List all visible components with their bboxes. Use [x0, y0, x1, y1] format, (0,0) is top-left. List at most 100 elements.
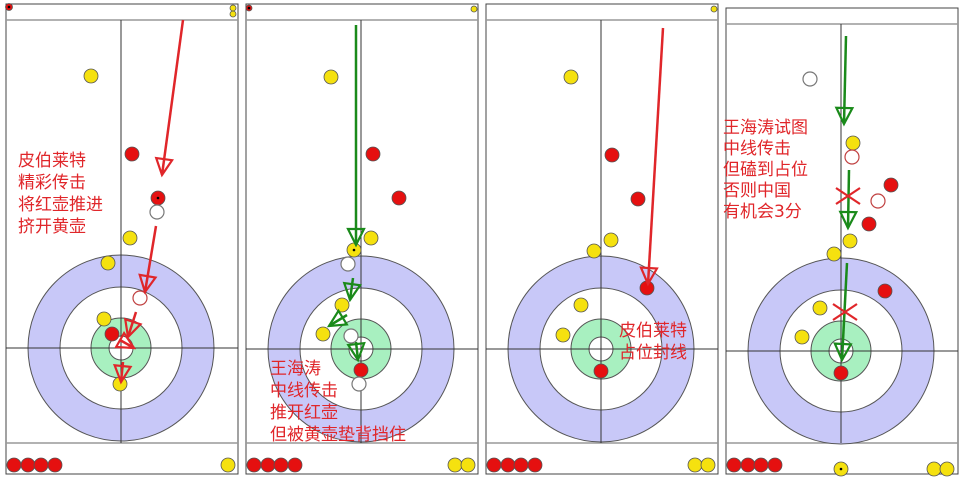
yellow-stone [83, 68, 99, 84]
trajectory-arrow [842, 35, 848, 125]
yellow-stone [700, 457, 716, 473]
yellow-stone [710, 5, 718, 13]
arrowhead-icon [838, 210, 859, 231]
caption-line: 皮伯莱特 [619, 321, 687, 341]
red-stone [260, 457, 276, 473]
yellow-stone [220, 457, 236, 473]
red-stone [877, 283, 893, 299]
yellow-stone [845, 135, 861, 151]
stone-center-dot [156, 196, 160, 200]
yellow-stone [687, 457, 703, 473]
red-stone [6, 457, 22, 473]
red-stone [365, 146, 381, 162]
red-stone [486, 457, 502, 473]
red-stone [833, 365, 849, 381]
arrowhead-icon [326, 308, 349, 328]
yellow-stone [812, 300, 828, 316]
trajectory-arrow [126, 311, 138, 338]
yellow-stone [334, 297, 350, 313]
caption-line: 王海涛 [270, 359, 321, 379]
yellow-stone [586, 243, 602, 259]
arrowhead-icon [123, 317, 143, 340]
arrowhead-icon [154, 156, 174, 178]
red-stone [861, 216, 877, 232]
red-stone [740, 457, 756, 473]
caption-line: 中线传击 [270, 381, 338, 401]
caption-line: 否则中国 [723, 181, 791, 201]
red-stone [33, 457, 49, 473]
hollow-stone-marker [149, 204, 165, 220]
stone-center-dot [7, 5, 11, 9]
arrowhead-icon [112, 364, 133, 385]
caption-shot-3: 皮伯莱特 占位封线 [619, 320, 687, 364]
caption-line: 挤开黄壶 [18, 217, 86, 237]
hollow-stone-marker [343, 328, 359, 344]
red-stone [246, 457, 262, 473]
caption-line: 但被黄壶垫背挡住 [270, 425, 406, 445]
caption-line: 但磕到占位 [723, 160, 808, 180]
hollow-stone-marker [802, 71, 818, 87]
yellow-stone [926, 461, 942, 477]
caption-line: 将红壶推进 [18, 195, 103, 215]
caption-line: 中线传击 [723, 139, 791, 159]
hollow-stone-marker [351, 376, 367, 392]
arrowhead-icon [346, 341, 366, 363]
red-stone [527, 457, 543, 473]
yellow-stone [96, 311, 112, 327]
stone-center-dot [839, 467, 843, 471]
red-stone [273, 457, 289, 473]
caption-line: 皮伯莱特 [18, 151, 86, 171]
caption-line: 推开红壶 [270, 403, 338, 423]
trajectory-arrow [646, 27, 665, 285]
red-stone [593, 363, 609, 379]
yellow-stone [470, 5, 478, 13]
yellow-stone [842, 233, 858, 249]
red-stone [726, 457, 742, 473]
hollow-stone-marker [132, 290, 148, 306]
caption-shot-2: 王海涛 中线传击 推开红壶 但被黄壶垫背挡住 [270, 358, 406, 446]
red-stone [500, 457, 516, 473]
caption-line: 精彩传击 [18, 173, 86, 193]
yellow-stone [323, 69, 339, 85]
red-stone [767, 457, 783, 473]
trajectory-arrow [143, 225, 158, 293]
yellow-stone [794, 329, 810, 345]
red-stone [604, 147, 620, 163]
x-mark-icon [835, 187, 861, 205]
yellow-stone [563, 69, 579, 85]
yellow-stone [939, 461, 955, 477]
trajectory-arrow [328, 313, 348, 328]
red-stone [104, 326, 120, 342]
arrowhead-icon [138, 273, 158, 295]
yellow-stone [603, 232, 619, 248]
hollow-stone-marker [340, 256, 356, 272]
yellow-stone [573, 297, 589, 313]
red-stone [20, 457, 36, 473]
stone-center-dot [352, 248, 356, 252]
x-mark-icon [832, 303, 858, 321]
trajectory-arrow [348, 277, 355, 301]
yellow-stone [122, 230, 138, 246]
red-stone [883, 177, 899, 193]
yellow-stone [315, 326, 331, 342]
arrowhead-icon [114, 331, 137, 350]
yellow-stone [100, 255, 116, 271]
trajectory-arrow [119, 338, 135, 350]
red-stone [287, 457, 303, 473]
caption-line: 王海涛试图 [723, 118, 808, 138]
stone-center-dot [247, 6, 251, 10]
red-stone [124, 146, 140, 162]
arrowhead-icon [834, 106, 855, 127]
red-stone [47, 457, 63, 473]
arrowhead-icon [639, 266, 659, 287]
hollow-stone-marker [844, 149, 860, 165]
red-stone [513, 457, 529, 473]
caption-line: 占位封线 [619, 343, 687, 363]
caption-line: 有机会3分 [723, 202, 802, 222]
caption-shot-1: 皮伯莱特 精彩传击 将红壶推进 挤开黄壶 [18, 150, 103, 238]
arrowhead-icon [833, 342, 853, 363]
yellow-stone [229, 10, 237, 18]
yellow-stone [555, 327, 571, 343]
red-stone [391, 190, 407, 206]
